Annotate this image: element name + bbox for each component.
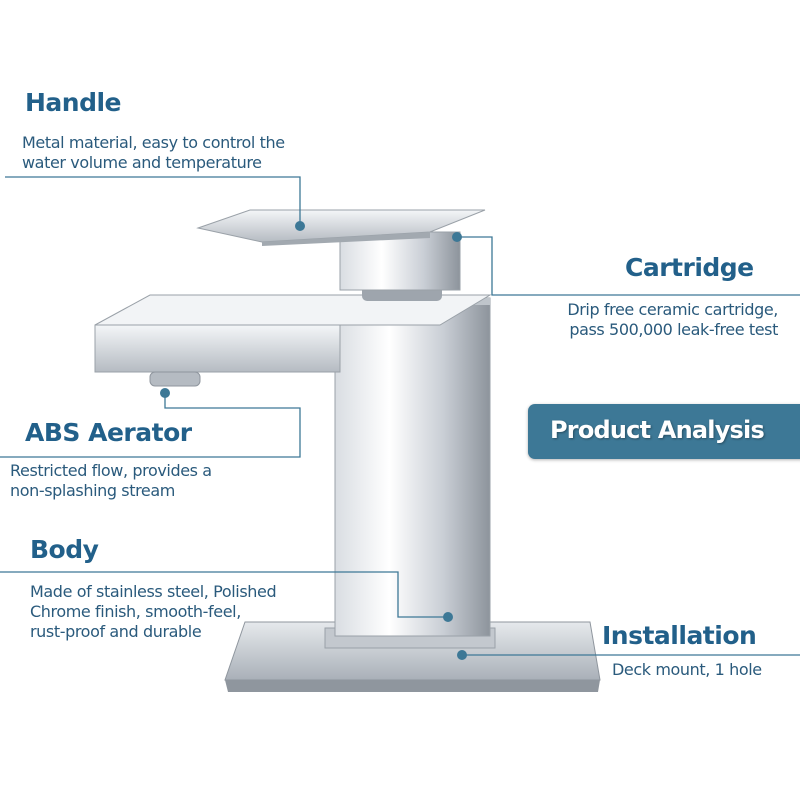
handle-marker xyxy=(295,221,305,231)
handle-lever xyxy=(196,209,486,246)
desc-line: water volume and temperature xyxy=(22,153,262,172)
desc-line: Restricted flow, provides a xyxy=(10,461,212,480)
aerator-description: Restricted flow, provides a non-splashin… xyxy=(10,461,212,501)
faucet-body xyxy=(334,297,491,637)
aerator-title: ABS Aerator xyxy=(25,418,192,447)
body-description: Made of stainless steel, Polished Chrome… xyxy=(30,582,277,642)
handle-title: Handle xyxy=(25,88,122,117)
installation-description: Deck mount, 1 hole xyxy=(612,660,762,680)
installation-title: Installation xyxy=(602,621,757,650)
desc-line: rust-proof and durable xyxy=(30,622,202,641)
desc-line: non-splashing stream xyxy=(10,481,175,500)
leader-lines xyxy=(0,176,800,656)
desc-line: Deck mount, 1 hole xyxy=(612,660,762,679)
body-title: Body xyxy=(30,535,99,564)
desc-line: pass 500,000 leak-free test xyxy=(569,320,778,339)
body-marker xyxy=(443,612,453,622)
banner-label: Product Analysis xyxy=(550,416,765,444)
desc-line: Drip free ceramic cartridge, xyxy=(567,300,778,319)
product-analysis-banner: Product Analysis xyxy=(528,404,800,459)
desc-line: Metal material, easy to control the xyxy=(22,133,285,152)
desc-line: Chrome finish, smooth-feel, xyxy=(30,602,241,621)
installation-marker xyxy=(457,650,467,660)
cartridge-description: Drip free ceramic cartridge, pass 500,00… xyxy=(567,300,778,340)
cartridge-block xyxy=(339,231,461,301)
aerator xyxy=(149,371,201,387)
desc-line: Made of stainless steel, Polished xyxy=(30,582,277,601)
cartridge-title: Cartridge xyxy=(625,253,754,282)
cartridge-marker xyxy=(452,232,462,242)
handle-description: Metal material, easy to control the wate… xyxy=(22,133,285,173)
spout xyxy=(94,294,492,387)
aerator-marker xyxy=(160,388,170,398)
